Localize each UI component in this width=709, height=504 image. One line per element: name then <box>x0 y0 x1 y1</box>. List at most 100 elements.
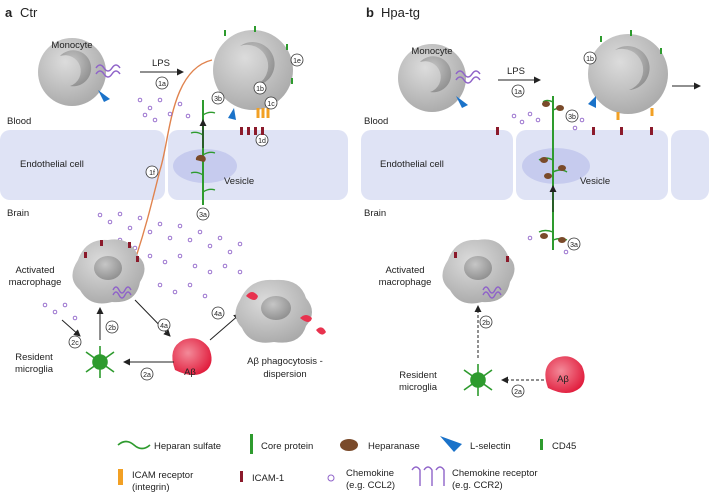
endothelial-cell-shape <box>671 130 709 200</box>
panel-b-header: b Hpa-tg <box>366 5 420 20</box>
cd45-icon <box>254 26 256 32</box>
resident-label-a1: Resident <box>15 352 53 363</box>
icam1-swatch-icon <box>240 471 243 482</box>
panel-b-title: Hpa-tg <box>381 5 420 20</box>
legend-cd45: CD45 <box>540 439 576 452</box>
macrophage-nucleus <box>261 296 291 320</box>
blood-label-b: Blood <box>364 116 388 127</box>
vesicle-shape <box>173 149 237 183</box>
step-3b: 3b <box>568 114 576 121</box>
icam1-group-a <box>240 127 264 135</box>
monocyte-cell <box>588 34 668 114</box>
macrophage-nucleus <box>94 256 122 280</box>
endothelial-label-a: Endothelial cell <box>20 159 84 170</box>
abeta-shape-a <box>172 338 212 375</box>
step-1d: 1d <box>258 138 266 145</box>
icam-receptor-icon <box>616 108 654 120</box>
brain-label-a: Brain <box>7 208 29 219</box>
brain-label-b: Brain <box>364 208 386 219</box>
step-2a-marker-b: 2a <box>511 384 525 398</box>
activated-label-a1: Activated <box>15 265 54 276</box>
abeta-fragment <box>246 292 258 300</box>
legend-l-selectin: L-selectin <box>440 436 511 452</box>
legend-chemokine: Chemokine (e.g. CCL2) <box>327 468 395 491</box>
panel-a-letter: a <box>5 5 13 20</box>
step-2b: 2b <box>108 325 116 332</box>
chemokine-cloud-a <box>42 97 243 321</box>
arrow-2c <box>61 319 81 337</box>
step-2c: 2c <box>71 340 79 347</box>
step-3b-marker-b: 3b <box>565 109 579 123</box>
endothelial-label-b: Endothelial cell <box>380 159 444 170</box>
activated-label-a2: macrophage <box>9 277 62 288</box>
activated-macrophage-a <box>72 239 145 304</box>
monocyte-nucleus <box>240 42 275 86</box>
step-2b-marker-b: 2b <box>479 315 493 329</box>
abeta-label-b: Aβ <box>557 374 569 385</box>
monocyte-cell <box>213 30 293 110</box>
vesicle-shape <box>522 148 590 184</box>
arrow-4a-up <box>209 313 241 341</box>
cd45-icon <box>224 30 226 36</box>
step-1b-marker-b: 1b <box>583 51 597 65</box>
icam1-group-b <box>496 127 653 135</box>
activated-monocyte-b <box>588 30 668 120</box>
monocyte-cell <box>38 38 106 106</box>
microglia-a <box>85 346 115 378</box>
icam-receptor-swatch-icon <box>118 469 123 485</box>
step-2a-marker-a: 2a <box>140 367 154 381</box>
step-2c-marker: 2c <box>68 335 82 349</box>
legend-cd45-label: CD45 <box>552 441 576 452</box>
monocyte-a: Monocyte <box>38 38 121 106</box>
step-1a-marker-a: 1a <box>155 76 169 90</box>
step-3a: 3a <box>570 242 578 249</box>
l-selectin-swatch-icon <box>440 436 462 452</box>
activated-macrophage-b <box>442 239 515 304</box>
abeta-label-a: Aβ <box>184 367 196 378</box>
legend-l-selectin-label: L-selectin <box>470 441 511 452</box>
legend-icam1-label: ICAM-1 <box>252 473 284 484</box>
step-1b: 1b <box>586 56 594 63</box>
legend-chemokine-receptor-label1: Chemokine receptor <box>452 468 538 479</box>
heparanase-cluster-b <box>540 101 566 243</box>
step-2b-marker-a: 2b <box>105 320 119 334</box>
step-4a: 4a <box>160 323 168 330</box>
step-3a: 3a <box>199 212 207 219</box>
step-1a: 1a <box>514 89 522 96</box>
cd45-icon <box>660 48 662 54</box>
legend-heparan-sulfate-label: Heparan sulfate <box>154 441 221 452</box>
legend-heparanase: Heparanase <box>340 439 420 452</box>
icam-receptor-icon <box>256 108 270 118</box>
monocyte-cell <box>398 44 466 112</box>
step-1b-marker-a: 1b <box>253 81 267 95</box>
legend-heparanase-label: Heparanase <box>368 441 420 452</box>
abeta-fragment <box>300 315 312 322</box>
step-1a: 1a <box>158 81 166 88</box>
legend-core-protein-label: Core protein <box>261 441 313 452</box>
macrophage-nucleus <box>464 256 492 280</box>
legend-icam-receptor-label1: ICAM receptor <box>132 470 193 481</box>
core-protein-swatch-icon <box>250 434 253 454</box>
chemokine-receptor-icon <box>95 64 121 78</box>
endothelial-cell-shape <box>361 130 513 200</box>
endothelial-cell-shape <box>0 130 165 200</box>
step-3a-marker-b: 3a <box>567 237 581 251</box>
orange-migration-path <box>134 59 213 261</box>
phagocytic-macrophage-a <box>235 279 326 343</box>
step-1a-marker-b: 1a <box>511 84 525 98</box>
monocyte-label-b: Monocyte <box>411 46 452 57</box>
step-1f: 1f <box>149 170 155 177</box>
cd45-icon <box>630 30 632 36</box>
panel-b-letter: b <box>366 5 374 20</box>
step-3a-marker-a: 3a <box>196 207 210 221</box>
chemokine-receptor-icon <box>482 286 502 299</box>
monocyte-b: Monocyte <box>398 44 481 112</box>
heparanase-icon <box>195 154 206 162</box>
lps-label-a: LPS <box>152 58 170 69</box>
monocyte-nucleus <box>615 46 650 90</box>
resident-label-b1: Resident <box>399 370 437 381</box>
endothelium-panel-a <box>0 130 348 200</box>
lps-label-b: LPS <box>507 66 525 77</box>
monocyte-nucleus <box>60 50 92 87</box>
